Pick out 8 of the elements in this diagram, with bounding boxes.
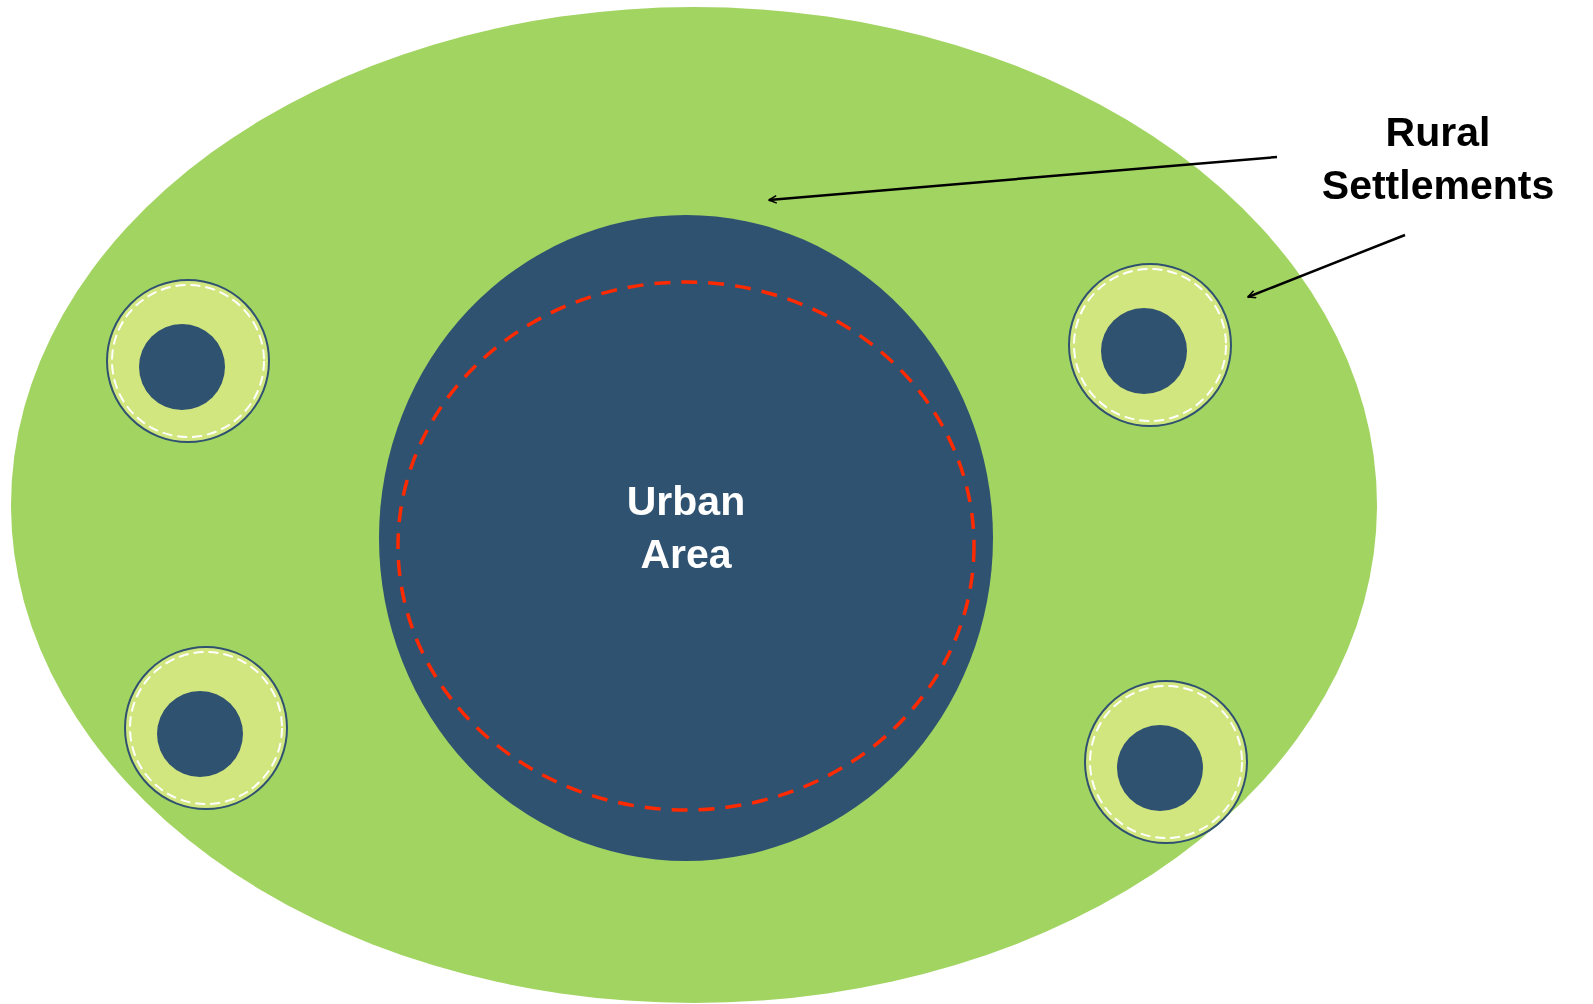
settlement-circle — [106, 279, 270, 443]
settlement-circle — [1068, 263, 1232, 427]
settlements-label: Rural Settlements — [1320, 107, 1556, 210]
settlement-circle — [124, 646, 288, 810]
leader-arrow — [768, 155, 1278, 204]
leader-arrow — [1247, 233, 1406, 299]
settlement-circle — [1084, 680, 1248, 844]
urban-area-label: Urban Area — [625, 476, 747, 579]
